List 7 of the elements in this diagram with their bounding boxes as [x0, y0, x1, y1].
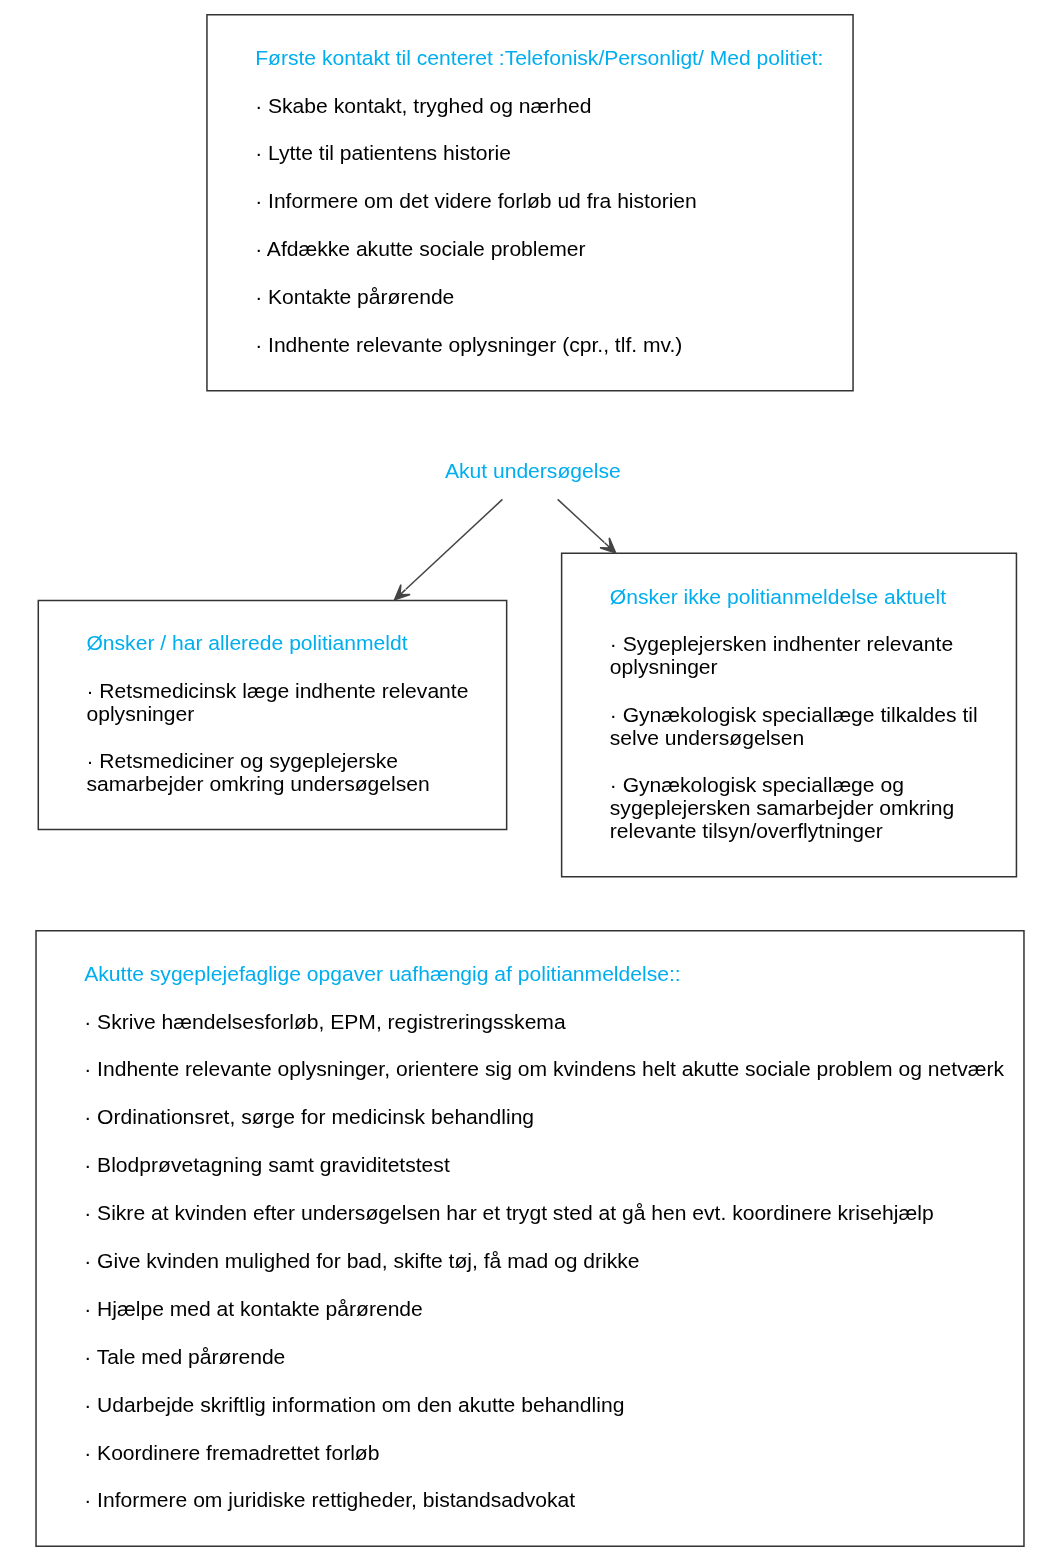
arrow — [556, 498, 616, 554]
node-box: Ønsker / har allerede politianmeldt · Retsmedicinsk læge indhente relevante oplysninger · Retsmediciner og sygeplejerske samarbejder omkring undersøgelsen — [37, 599, 507, 831]
node-text: Akut undersøgelse — [444, 458, 621, 482]
node-box: Ønsker ikke politianmeldelse aktuelt · Sygeplejersken indhenter relevante oplysninger · Gynækologisk speciallæge tilkaldes til selve undersøgelsen · Gynækologisk speciallæge og sygeplejersken samarbejder omkring relevante tilsyn/overflytninger — [560, 552, 1017, 878]
node-box: Akutte sygeplejefaglige opgaver uafhængig af politianmeldelse:: · Skrive hændelsesforløb, EPM, registreringsskema · Indhente relevante oplysninger, orientere sig om kvindens helt akutte sociale problem og netværk · Ordinationsret, sørge for medicinsk behandling · Blodprøvetagning samt graviditetstest · Sikre at kvinden efter undersøgelsen har et trygt sted at gå hen evt. koordinere krisehjælp · Give kvinden mulighed for bad, skifte tøj, få mad og drikke · Hjælpe med at kontakte pårørende · Tale med pårørende · Udarbejde skriftlig information om den akutte behandling · Koordinere fremadrettet forløb · Informere om juridiske rettigheder, bistandsadvokat — [34, 930, 1025, 1547]
arrow — [393, 498, 503, 601]
node-box: Første kontakt til centeret :Telefonisk/Personligt/ Med politiet: · Skabe kontakt, tryghed og nærhed · Lytte til patientens historie · Informere om det videre forløb ud fra historien · Afdække akutte sociale problemer · Kontakte pårørende · Indhente relevante oplysninger (cpr., tlf. mv.) — [205, 14, 854, 392]
